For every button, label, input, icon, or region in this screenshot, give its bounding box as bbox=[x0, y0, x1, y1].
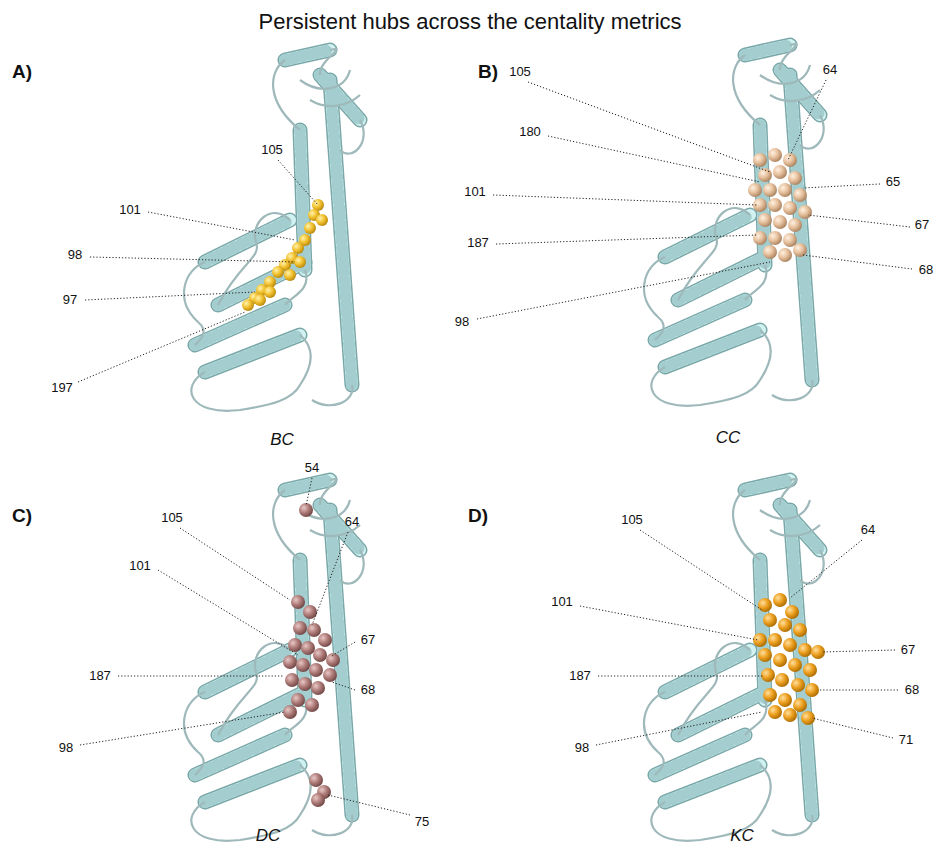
residue-number: 68 bbox=[905, 683, 919, 697]
panel-letter: C) bbox=[12, 506, 32, 527]
residue-number: 68 bbox=[919, 263, 933, 277]
metric-name: BC bbox=[270, 431, 294, 450]
panel-letter: B) bbox=[478, 62, 498, 83]
residue-number: 98 bbox=[68, 248, 82, 262]
residue-number: 105 bbox=[509, 65, 531, 79]
residue-number: 101 bbox=[551, 595, 573, 609]
residue-number: 98 bbox=[575, 741, 589, 755]
protein-ribbon bbox=[644, 479, 824, 841]
residue-number: 187 bbox=[467, 236, 489, 250]
leader-lines bbox=[78, 80, 912, 815]
residue-number: 187 bbox=[569, 669, 591, 683]
residue-number: 68 bbox=[361, 683, 375, 697]
residue-number: 71 bbox=[899, 733, 913, 747]
residue-number: 105 bbox=[261, 143, 283, 157]
residue-number: 101 bbox=[129, 559, 151, 573]
residue-number: 98 bbox=[455, 315, 469, 329]
residue-number: 64 bbox=[823, 63, 837, 77]
protein-ribbon bbox=[644, 44, 824, 406]
residue-number: 67 bbox=[361, 633, 375, 647]
residue-number: 101 bbox=[464, 185, 486, 199]
metric-name: KC bbox=[730, 827, 754, 846]
figure-title: Persistent hubs across the centality met… bbox=[258, 10, 681, 34]
residue-number: 75 bbox=[415, 815, 429, 829]
hub-spheres bbox=[283, 503, 340, 807]
metric-name: CC bbox=[716, 429, 741, 448]
residue-number: 54 bbox=[305, 461, 319, 475]
hub-spheres bbox=[242, 199, 328, 311]
residue-number: 65 bbox=[886, 175, 900, 189]
residue-number: 67 bbox=[915, 218, 929, 232]
residue-number: 64 bbox=[861, 523, 875, 537]
hub-spheres bbox=[748, 148, 812, 262]
residue-number: 64 bbox=[345, 515, 359, 529]
residue-number: 67 bbox=[901, 643, 915, 657]
protein-ribbon bbox=[184, 49, 364, 411]
residue-number: 187 bbox=[89, 669, 111, 683]
residue-number: 105 bbox=[161, 511, 183, 525]
hub-spheres bbox=[753, 593, 825, 725]
residue-number: 98 bbox=[59, 741, 73, 755]
panel-letter: A) bbox=[12, 62, 32, 83]
panel-letter: D) bbox=[468, 506, 488, 527]
residue-number: 97 bbox=[63, 293, 77, 307]
protein-ribbon bbox=[184, 479, 364, 841]
residue-number: 105 bbox=[621, 513, 643, 527]
residue-number: 101 bbox=[119, 203, 141, 217]
metric-name: DC bbox=[256, 827, 281, 846]
residue-number: 197 bbox=[51, 381, 73, 395]
residue-number: 180 bbox=[519, 125, 541, 139]
